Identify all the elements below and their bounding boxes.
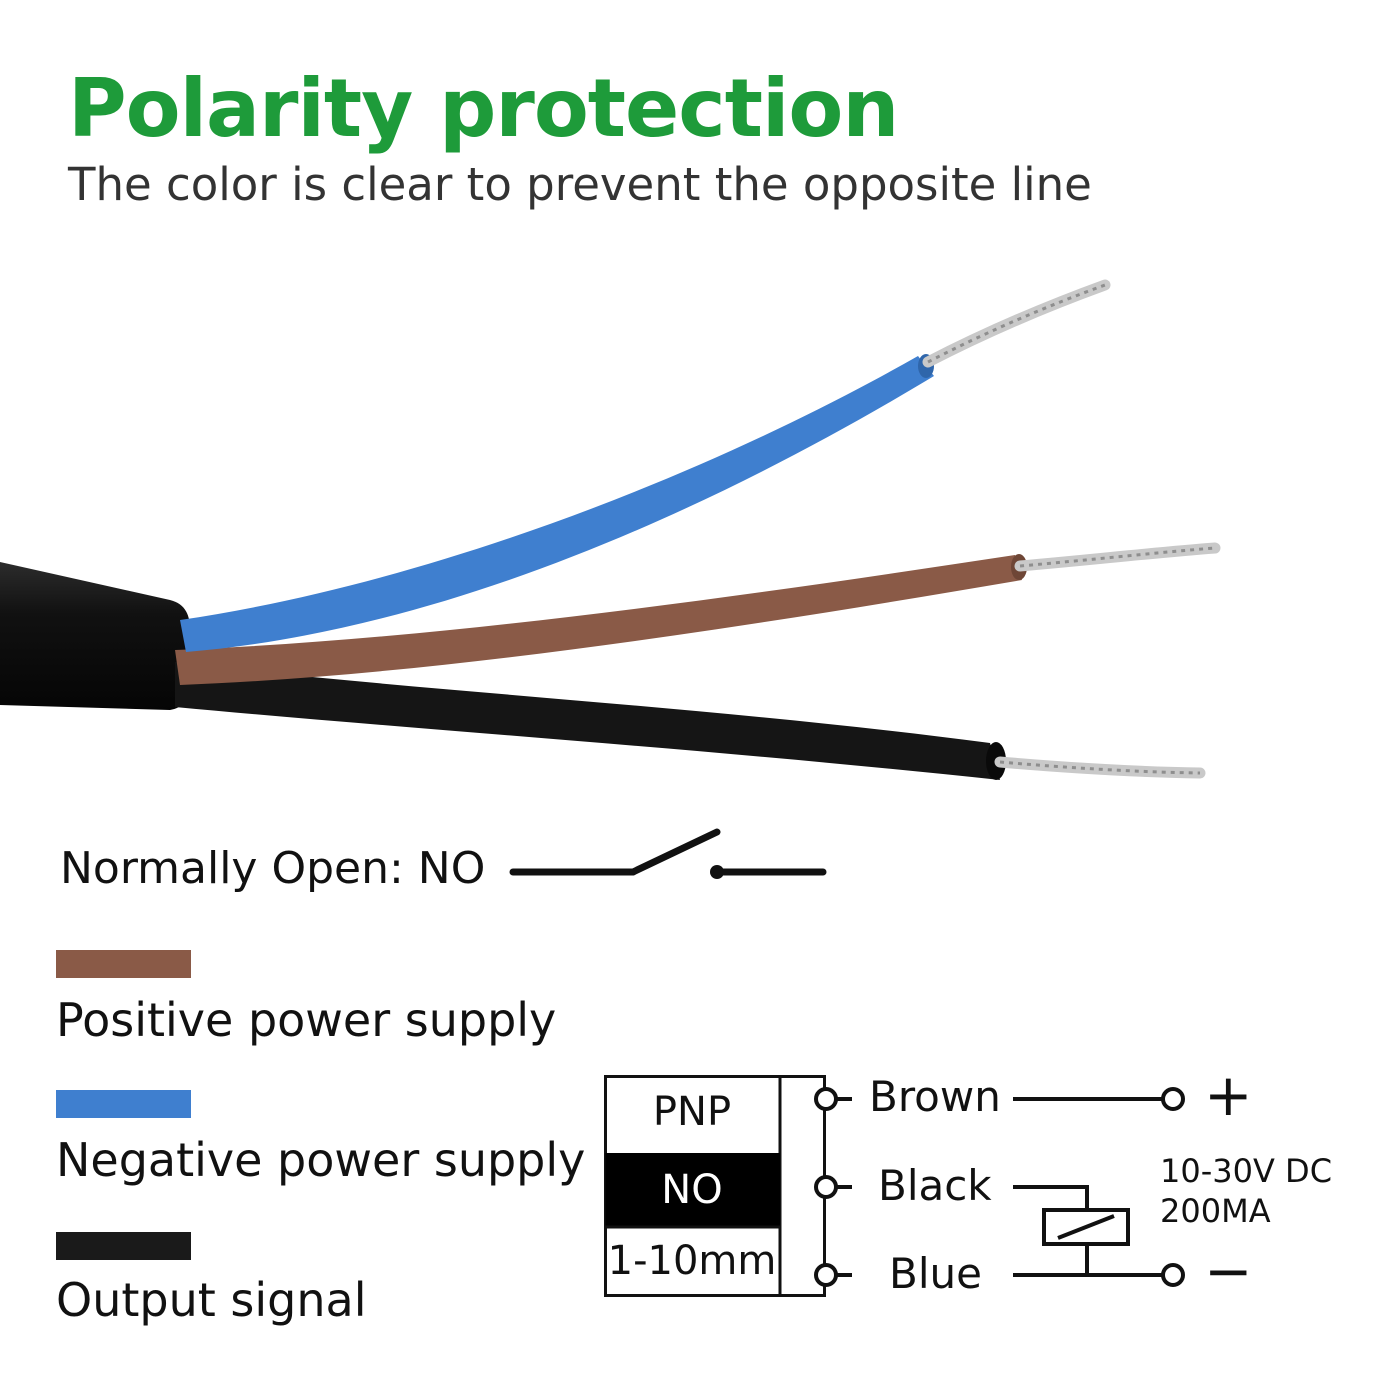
legend-text-negative: Negative power supply [56, 1133, 586, 1187]
supply-plus-sign: + [1204, 1061, 1253, 1129]
supply-plus-node [1161, 1087, 1185, 1111]
cable-jacket [0, 562, 190, 710]
terminal-black [814, 1175, 838, 1199]
terminal-label-blue: Blue [889, 1249, 982, 1298]
legend-swatch-brown [56, 950, 191, 978]
terminal-label-black: Black [878, 1161, 992, 1210]
normally-open-switch-icon [509, 828, 827, 879]
switch-type-label: Normally Open: NO [60, 843, 486, 894]
sensor-mode: NO [661, 1167, 723, 1213]
cable-illustration [0, 279, 1221, 780]
supply-current: 200MA [1160, 1192, 1271, 1230]
wiring-schematic [814, 1087, 1185, 1287]
sensor-type: PNP [652, 1089, 732, 1135]
sensor-range: 1-10mm [607, 1238, 777, 1284]
terminal-label-brown: Brown [869, 1072, 1001, 1121]
terminal-brown [814, 1087, 838, 1111]
supply-voltage: 10-30V DC [1160, 1152, 1333, 1190]
supply-minus-sign: − [1204, 1237, 1253, 1305]
page-title: Polarity protection [68, 62, 899, 155]
legend-text-positive: Positive power supply [56, 993, 557, 1047]
supply-minus-node [1161, 1263, 1185, 1287]
legend-swatch-blue [56, 1090, 191, 1118]
legend-swatch-black [56, 1232, 191, 1260]
legend-text-output: Output signal [56, 1273, 367, 1327]
page-subtitle: The color is clear to prevent the opposi… [68, 158, 1092, 211]
terminal-blue [814, 1263, 838, 1287]
brown-core [175, 555, 1022, 685]
blue-core [180, 356, 934, 652]
black-core [175, 662, 1000, 780]
blue-strands [922, 279, 1111, 368]
